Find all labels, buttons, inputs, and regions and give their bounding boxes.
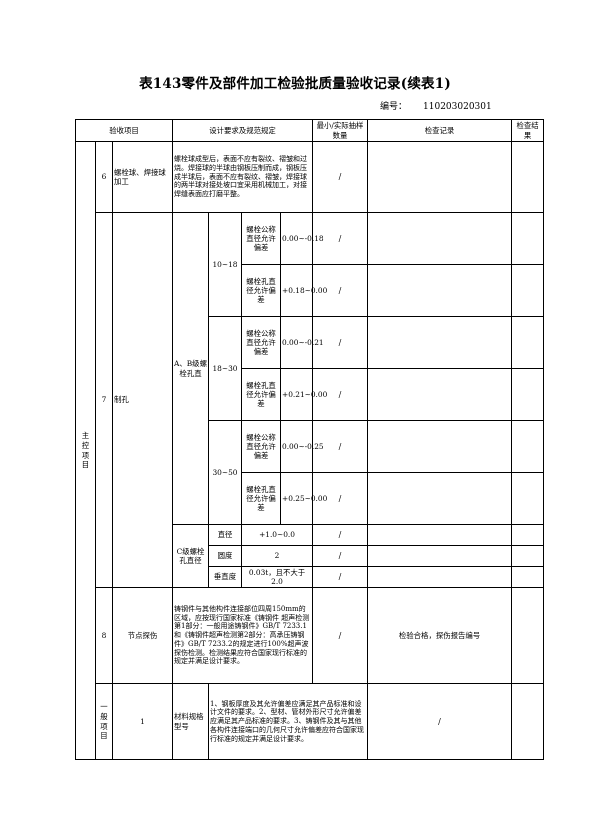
sub-item-label: 螺栓公称直径允许偏差 <box>241 212 281 265</box>
sample-quantity: / <box>367 683 513 760</box>
check-record-cell[interactable] <box>367 264 513 317</box>
sub-item-label: 螺栓公称直径允许偏差 <box>241 420 281 473</box>
table-row: 螺栓孔直径允许偏差 +0.25~0.00 / <box>76 472 545 525</box>
design-requirement: 螺栓球成型后，表面不应有裂纹、褶皱和过烧。焊接球的半球由钢板压制而成，钢板压成半… <box>171 141 314 213</box>
check-record-cell[interactable] <box>367 141 513 213</box>
range-label: 18~30 <box>208 316 242 421</box>
table-row: 垂直度 0.03t，且不大于2.0 / <box>76 566 545 588</box>
ab-grade-label: A、B级螺栓孔直 <box>172 212 209 525</box>
sample-quantity: / <box>312 566 369 588</box>
check-result-cell[interactable] <box>511 141 545 213</box>
item-name: 节点探伤 <box>112 587 173 684</box>
item-number: 8 <box>95 587 113 684</box>
sub-item-label: 垂直度 <box>208 566 242 588</box>
table-row: 螺栓孔直径允许偏差 +0.21~0.00 / <box>76 368 545 421</box>
design-requirement: 铸钢件与其他构件连接部位四周150mm的区域，应按现行国家标准《铸钢件 超声检测… <box>171 587 314 684</box>
tolerance-value: +0.18~0.00 <box>279 264 327 317</box>
check-result-cell[interactable] <box>511 524 545 546</box>
header-min-qty: 最小/实际抽样数量 <box>312 119 369 142</box>
record-number: 编号： 110203020301 <box>380 99 492 112</box>
range-label: 10~18 <box>208 212 242 317</box>
header-row: 验收项目 设计要求及规范规定 最小/实际抽样数量 检查记录 检查结果 <box>75 119 545 142</box>
item-number: 6 <box>95 141 113 213</box>
sample-quantity: / <box>312 264 369 317</box>
c-grade-label: C级螺栓孔直径 <box>172 524 209 588</box>
sub-item-label: 螺栓公称直径允许偏差 <box>241 316 281 369</box>
check-record-cell[interactable] <box>367 545 513 567</box>
sample-quantity: / <box>312 368 369 421</box>
table-row: 主控项目 6 螺栓球、焊接球加工 螺栓球成型后，表面不应有裂纹、褶皱和过烧。焊接… <box>75 141 545 760</box>
record-number-label: 编号： <box>380 102 408 112</box>
tolerance-value: +1.0~0.0 <box>240 524 314 546</box>
table-row: C级螺栓孔直径 直径 +1.0~0.0 / <box>76 524 545 588</box>
check-result-cell[interactable] <box>511 566 545 588</box>
check-record-cell[interactable] <box>511 683 545 760</box>
design-requirement: 1、钢板厚度及其允许偏差应满足其产品标准和设计文件的要求。2、型材、管材外形尺寸… <box>207 683 369 760</box>
tolerance-value: 0.00~-0.25 <box>279 420 324 473</box>
check-result-cell[interactable] <box>511 264 545 317</box>
check-record-cell[interactable] <box>367 566 513 588</box>
table-row: 7 制孔 A、B级螺栓孔直 10~18 螺栓公称直径允许偏差 0.00~-0.1… <box>76 212 545 588</box>
table-row: 螺栓孔直径允许偏差 +0.18~0.00 / <box>76 264 545 317</box>
main-control-group-label: 主控项目 <box>75 141 96 760</box>
item-name: 制孔 <box>112 212 173 588</box>
check-record-cell[interactable] <box>367 316 513 369</box>
record-number-value: 110203020301 <box>423 102 492 112</box>
table-row: 圆度 2 / <box>76 545 545 567</box>
tolerance-value: 0.00~-0.18 <box>279 212 324 265</box>
check-record-cell[interactable] <box>367 368 513 421</box>
table-row: 8 节点探伤 铸钢件与其他构件连接部位四周150mm的区域，应按现行国家标准《铸… <box>76 587 545 684</box>
check-result-cell[interactable] <box>511 368 545 421</box>
tolerance-value: +0.21~0.00 <box>279 368 327 421</box>
item-number: 1 <box>112 683 173 760</box>
sample-quantity: / <box>312 545 369 567</box>
check-record-cell[interactable] <box>367 524 513 546</box>
inspection-table: 验收项目 设计要求及规范规定 最小/实际抽样数量 检查记录 检查结果 主控项目 … <box>75 119 545 760</box>
check-result-cell[interactable] <box>511 420 545 473</box>
header-check-result: 检查结果 <box>511 119 545 142</box>
tolerance-value: 0.00~-0.21 <box>279 316 324 369</box>
general-group-label: 一般项目 <box>95 683 113 760</box>
sub-item-label: 螺栓孔直径允许偏差 <box>241 264 281 317</box>
sample-quantity: / <box>312 141 369 213</box>
check-record-cell[interactable] <box>367 472 513 525</box>
sub-item-label: 螺栓孔直径允许偏差 <box>241 368 281 421</box>
tolerance-value: +0.25~0.00 <box>279 472 327 525</box>
check-record-cell[interactable] <box>367 420 513 473</box>
tolerance-value: 0.03t，且不大于2.0 <box>240 566 314 588</box>
sample-quantity: / <box>312 316 369 369</box>
check-result-cell[interactable] <box>511 212 545 265</box>
check-result-cell[interactable] <box>511 316 545 369</box>
check-record-cell[interactable] <box>367 212 513 265</box>
tolerance-value: 2 <box>240 545 314 567</box>
header-item: 验收项目 <box>75 119 173 142</box>
sub-item-label: 圆度 <box>208 545 242 567</box>
check-result-cell[interactable] <box>511 587 545 684</box>
sample-quantity: / <box>312 587 369 684</box>
check-result-cell[interactable] <box>511 545 545 567</box>
header-design-requirements: 设计要求及规范规定 <box>171 119 314 142</box>
sample-quantity: / <box>312 524 369 546</box>
item-name: 螺栓球、焊接球加工 <box>112 141 173 213</box>
sub-item-label: 直径 <box>208 524 242 546</box>
header-check-record: 检查记录 <box>367 119 513 142</box>
table-row: 一般项目 1 材料规格型号 1、钢板厚度及其允许偏差应满足其产品标准和设计文件的… <box>76 683 545 760</box>
range-label: 30~50 <box>208 420 242 525</box>
page-title: 表143零件及部件加工检验批质量验收记录(续表1) <box>139 76 451 92</box>
item-name: 材料规格型号 <box>172 683 209 760</box>
sub-item-label: 螺栓孔直径允许偏差 <box>241 472 281 525</box>
item-number: 7 <box>95 212 113 588</box>
check-record-cell[interactable]: 检验合格，探伤报告编号 <box>367 587 513 684</box>
check-result-cell[interactable] <box>511 472 545 525</box>
